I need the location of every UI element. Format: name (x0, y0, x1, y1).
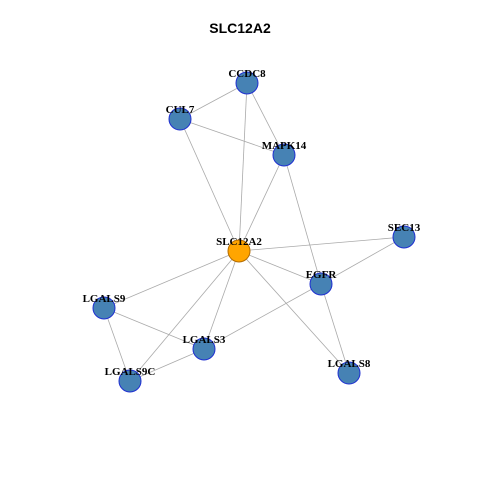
node-label-lgals9: LGALS9 (83, 293, 126, 305)
edge-lgals3-lgals9c (129, 348, 205, 382)
edge-ccdc8-slc12a2 (238, 82, 248, 252)
edge-slc12a2-lgals9c (129, 250, 240, 382)
node-ccdc8 (235, 71, 259, 95)
node-slc12a2 (227, 239, 251, 263)
edge-lgals9-lgals3 (103, 307, 205, 350)
node-lgals8 (337, 361, 361, 385)
edge-layer (103, 82, 405, 382)
node-label-egfr: EGFR (306, 269, 338, 281)
edge-egfr-lgals3 (203, 283, 322, 350)
node-lgals9c (118, 369, 142, 393)
edge-ccdc8-mapk14 (246, 82, 285, 156)
edge-slc12a2-lgals8 (238, 250, 350, 374)
node-label-lgals8: LGALS8 (328, 358, 371, 370)
edge-lgals9-lgals9c (103, 307, 131, 382)
node-cul7 (168, 107, 192, 131)
node-mapk14 (272, 143, 296, 167)
edge-slc12a2-lgals3 (203, 250, 240, 350)
node-label-lgals9c: LGALS9C (105, 366, 156, 378)
node-layer (92, 71, 416, 393)
edge-mapk14-egfr (283, 154, 322, 285)
node-label-slc12a2: SLC12A2 (216, 236, 262, 248)
figure-title: SLC12A2 (209, 20, 271, 36)
node-lgals9 (92, 296, 116, 320)
edge-ccdc8-cul7 (179, 82, 248, 120)
edge-cul7-mapk14 (179, 118, 285, 156)
node-label-sec13: SEC13 (388, 222, 421, 234)
edge-cul7-slc12a2 (179, 118, 240, 252)
edge-slc12a2-lgals9 (103, 250, 240, 309)
edge-egfr-lgals8 (320, 283, 350, 374)
node-lgals3 (192, 337, 216, 361)
edge-mapk14-slc12a2 (238, 154, 285, 252)
node-label-mapk14: MAPK14 (262, 140, 307, 152)
edge-slc12a2-egfr (238, 250, 322, 285)
edge-sec13-slc12a2 (238, 236, 405, 252)
node-label-cul7: CUL7 (166, 104, 195, 116)
node-egfr (309, 272, 333, 296)
node-sec13 (392, 225, 416, 249)
node-label-ccdc8: CCDC8 (228, 68, 266, 80)
edge-sec13-egfr (320, 236, 405, 285)
node-label-lgals3: LGALS3 (183, 334, 226, 346)
